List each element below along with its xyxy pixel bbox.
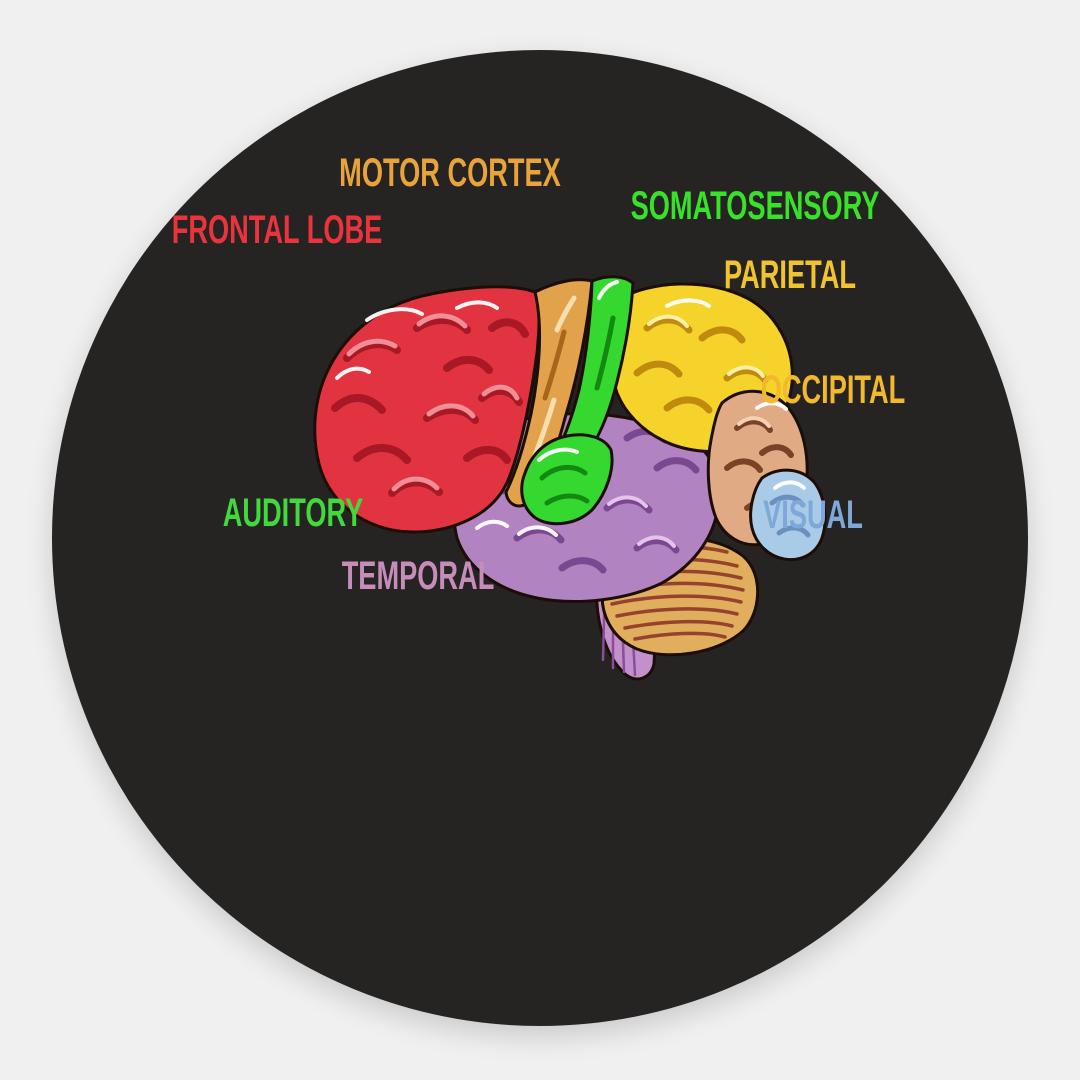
auditory-cortex-region	[520, 433, 614, 526]
label-somatosensory: SOMATOSENSORY	[630, 184, 880, 228]
sticker-circle: MOTOR CORTEX FRONTAL LOBE SOMATOSENSORY …	[52, 50, 1028, 1026]
label-parietal: PARIETAL	[724, 253, 856, 297]
label-frontal-lobe: FRONTAL LOBE	[171, 208, 383, 252]
label-motor-cortex: MOTOR CORTEX	[339, 151, 561, 195]
label-auditory: AUDITORY	[222, 491, 364, 535]
brain-illustration	[313, 275, 827, 681]
label-occipital: OCCIPITAL	[760, 368, 906, 412]
label-visual: VISUAL	[763, 493, 863, 537]
label-temporal: TEMPORAL	[341, 554, 495, 598]
visual-cortex-region	[749, 468, 827, 562]
